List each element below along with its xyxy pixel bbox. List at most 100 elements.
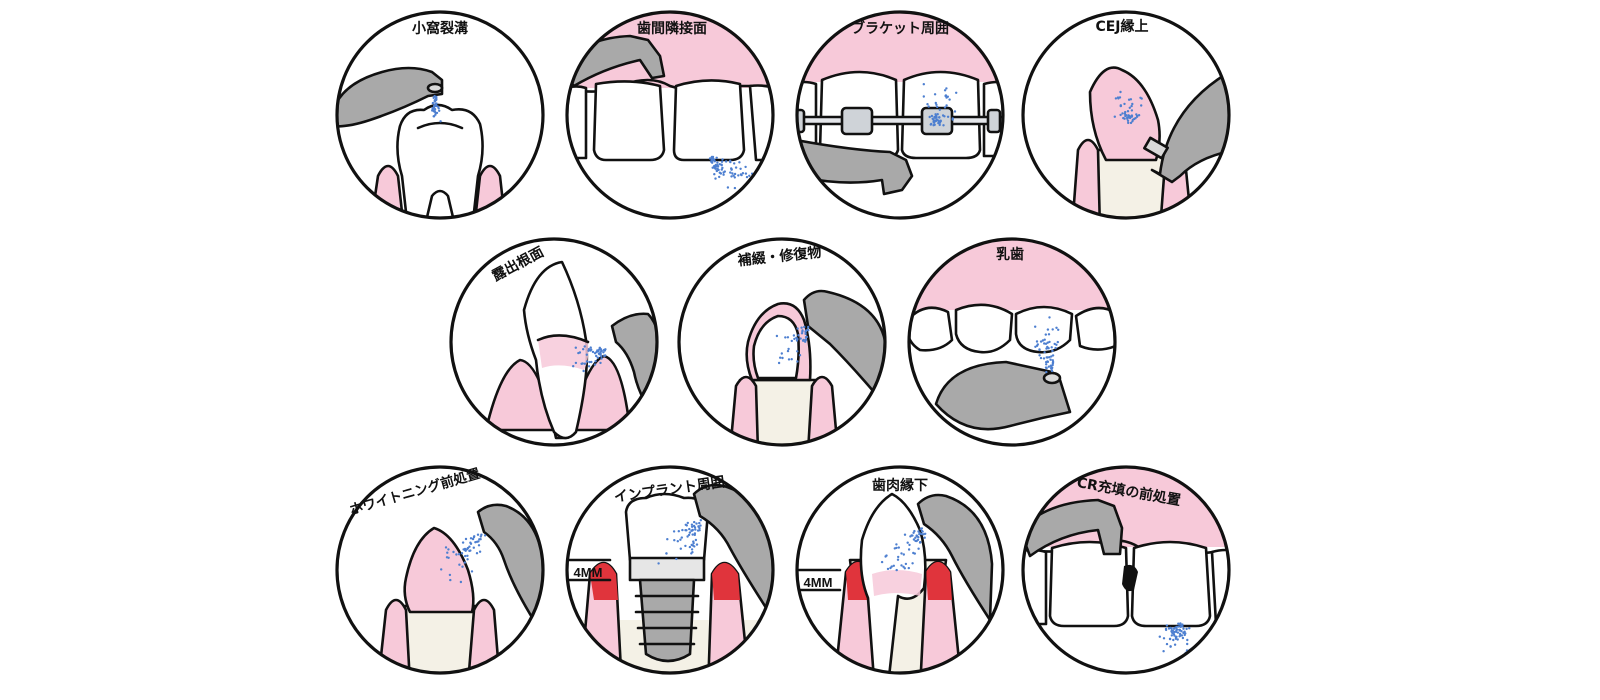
powder-particle [690,552,693,555]
powder-particle [903,533,907,536]
powder-particle [445,556,449,559]
powder-particle [893,547,896,550]
powder-particle [593,352,597,355]
powder-particle [779,356,782,359]
powder-particle [448,573,452,577]
powder-particle [602,348,606,352]
powder-particle [1162,650,1165,653]
powder-particle [681,528,684,532]
powder-particle [937,119,940,122]
powder-particle [918,533,921,536]
powder-particle [469,549,472,552]
powder-particle [935,115,938,119]
powder-particle [933,93,937,96]
panel-label: 補綴・修復物 [736,244,822,270]
powder-particle [730,168,733,171]
powder-particle [915,534,918,537]
dental-nozzle-icon [802,289,885,394]
powder-particle [1035,344,1039,347]
powder-particle [1176,631,1180,634]
powder-particle [938,116,941,119]
powder-particle [1043,342,1046,345]
powder-particle [684,523,687,526]
powder-particle [1129,98,1133,101]
powder-particle [911,534,914,537]
powder-particle [476,533,480,536]
powder-particle [691,533,694,536]
powder-particle [926,103,929,106]
powder-particle [1182,627,1185,630]
powder-particle [718,163,721,166]
powder-particle [1134,117,1137,120]
powder-particle [729,160,732,164]
powder-particle [737,174,740,177]
powder-spray-icon [431,95,442,123]
powder-particle [478,538,481,541]
powder-particle [457,553,461,556]
dental-nozzle-icon [476,503,543,632]
powder-particle [699,519,702,522]
powder-particle [917,530,920,533]
powder-particle [935,118,938,121]
powder-particle [464,537,468,541]
powder-particle [466,546,470,550]
powder-particle [745,175,749,179]
powder-particle [688,531,692,534]
powder-particle [693,526,697,529]
dental-nozzle-icon [797,138,914,196]
powder-particle [1121,112,1124,115]
powder-particle [469,537,473,540]
powder-particle [886,567,890,571]
powder-particle [695,543,699,546]
powder-particle [792,334,796,337]
powder-particle [1131,120,1134,123]
panel-subgingival: 4MM 歯肉縁下 [795,465,1005,675]
powder-particle [933,115,936,119]
powder-particle [1135,113,1138,116]
panel-label: ブラケット周囲 [851,20,949,37]
powder-particle [930,122,933,126]
powder-particle [1158,635,1162,638]
powder-particle [907,566,910,570]
powder-particle [699,524,702,527]
powder-particle [724,160,728,163]
powder-particle [589,349,592,352]
powder-particle [679,547,682,550]
powder-particle [1047,347,1050,350]
gum-icon [368,164,508,218]
powder-particle [711,155,715,159]
powder-particle [692,541,695,545]
powder-particle [604,354,607,357]
powder-particle [1113,115,1117,118]
powder-particle [431,101,435,105]
powder-particle [594,360,597,363]
powder-particle [801,330,804,333]
powder-particle [677,530,680,533]
powder-particle [909,535,912,538]
powder-particle [432,96,435,100]
powder-particle [936,105,939,109]
powder-particle [911,562,914,565]
powder-particle [711,161,714,164]
powder-particle [438,109,441,113]
powder-particle [917,547,920,550]
powder-particle [739,167,742,170]
powder-particle [716,161,719,164]
powder-particle [1119,90,1122,94]
powder-particle [726,186,730,189]
powder-particle [798,354,802,357]
powder-particle [434,113,437,116]
powder-particle [1047,365,1051,368]
powder-particle [1175,628,1178,631]
powder-particle [433,108,437,111]
powder-particle [477,540,480,543]
powder-particle [1172,627,1176,630]
powder-particle [580,362,583,365]
powder-particle [1126,119,1130,123]
powder-particle [1051,363,1054,367]
powder-particle [715,156,718,159]
powder-particle [732,174,735,177]
powder-particle [435,111,439,115]
powder-particle [1169,645,1172,648]
powder-particle [1046,328,1050,331]
